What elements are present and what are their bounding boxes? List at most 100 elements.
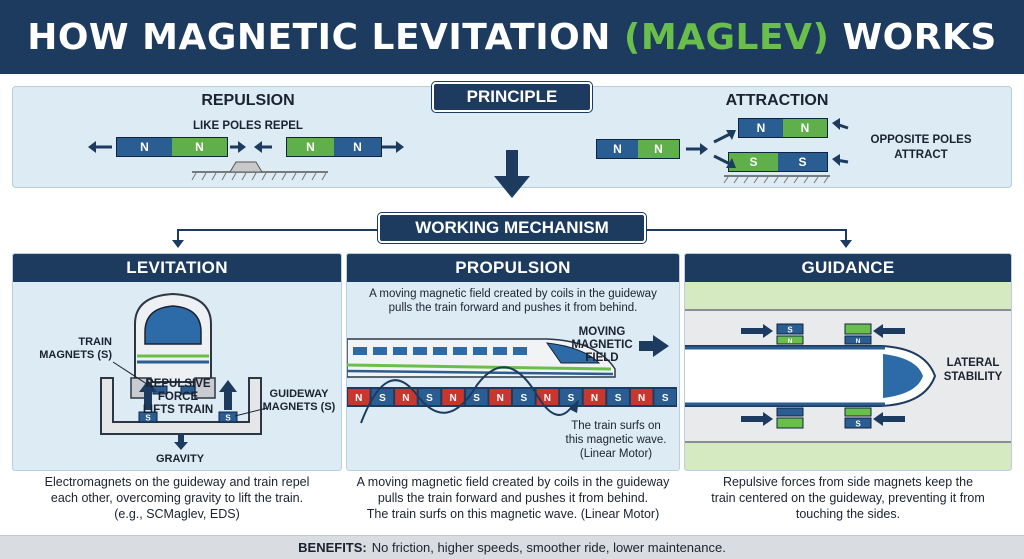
guidance-arrows bbox=[741, 324, 905, 426]
levitation-heading: LEVITATION bbox=[13, 254, 341, 282]
track-coil bbox=[607, 389, 629, 405]
pole-label: S bbox=[615, 393, 622, 404]
caption-line: (e.g., SCMaglev, EDS) bbox=[114, 507, 240, 521]
pole-label: N bbox=[783, 119, 827, 137]
train-topview bbox=[685, 345, 937, 407]
guideway-magnets-line: GUIDEWAY bbox=[269, 388, 329, 400]
pole-label: N bbox=[117, 138, 172, 156]
moving-field-label: MOVING MAGNETIC FIELD bbox=[562, 326, 642, 365]
repulsion-magnet-a: N N bbox=[116, 137, 228, 157]
propulsion-caption: A moving magnetic field created by coils… bbox=[346, 474, 680, 522]
train-magnets-line: TRAIN bbox=[78, 336, 112, 348]
gravity-label: GRAVITY bbox=[155, 453, 205, 465]
wave-arrowhead bbox=[569, 399, 579, 413]
pole-label: S bbox=[787, 326, 793, 335]
benefits-bar: BENEFITS: No friction, higher speeds, sm… bbox=[0, 535, 1024, 559]
pole-label: N bbox=[638, 393, 645, 404]
mechanism-label: WORKING MECHANISM bbox=[378, 213, 646, 243]
pole-label: N bbox=[591, 393, 598, 404]
moving-field-arrow bbox=[639, 335, 669, 357]
track-coil bbox=[489, 389, 511, 405]
track-coil bbox=[348, 389, 370, 405]
attraction-heading: ATTRACTION bbox=[725, 92, 829, 109]
pole-label: N bbox=[497, 393, 504, 404]
caption-line: A moving magnetic field created by coils… bbox=[356, 475, 670, 489]
stability-line: LATERAL bbox=[946, 357, 1000, 369]
pole-label: S bbox=[473, 393, 480, 404]
benefits-text: No friction, higher speeds, smoother rid… bbox=[371, 540, 726, 555]
guidance-heading: GUIDANCE bbox=[685, 254, 1011, 282]
propulsion-heading: PROPULSION bbox=[347, 254, 679, 282]
propulsion-intro: A moving magnetic field created by coils… bbox=[348, 287, 678, 315]
repulsion-heading: REPULSION bbox=[201, 92, 295, 109]
pole-label: S bbox=[778, 153, 827, 171]
track-coil bbox=[654, 389, 676, 405]
pole-label: N bbox=[856, 338, 861, 345]
guidance-diagram: S S N N bbox=[685, 309, 1011, 443]
caption-line: The train surfs on this magnetic wave. (… bbox=[366, 507, 660, 521]
title-banner: HOW MAGNETIC LEVITATION (MAGLEV) WORKS bbox=[0, 0, 1024, 74]
pole-label: S bbox=[426, 393, 433, 404]
attraction-arrows bbox=[686, 118, 849, 184]
field-line: MOVING bbox=[578, 326, 626, 338]
train-magnets-line: MAGNETS (S) bbox=[39, 349, 112, 361]
track-coil bbox=[630, 389, 653, 405]
side-magnets bbox=[776, 323, 872, 429]
page-title: HOW MAGNETIC LEVITATION (MAGLEV) WORKS bbox=[27, 17, 997, 58]
attraction-left-magnet: N N bbox=[596, 139, 680, 159]
surf-line: The train surfs on bbox=[571, 420, 661, 432]
attraction-top-magnet: N N bbox=[738, 118, 828, 138]
track-coil bbox=[560, 389, 582, 405]
guidance-panel: GUIDANCE S S N N bbox=[684, 253, 1012, 471]
train-magnets-label: TRAIN MAGNETS (S) bbox=[30, 336, 112, 362]
mechanism-connectors bbox=[172, 150, 852, 248]
pole-label: S bbox=[379, 393, 386, 404]
magnetic-wave bbox=[360, 366, 574, 424]
guidance-caption: Repulsive forces from side magnets keep … bbox=[684, 474, 1012, 522]
caption-line: Repulsive forces from side magnets keep … bbox=[722, 475, 974, 489]
repulsion-magnet-b: N N bbox=[286, 137, 382, 157]
pole-label: N bbox=[402, 393, 409, 404]
benefits-label: BENEFITS: bbox=[298, 540, 367, 555]
stability-line: STABILITY bbox=[943, 371, 1003, 383]
surf-line: (Linear Motor) bbox=[579, 448, 653, 460]
intro-line: A moving magnetic field created by coils… bbox=[369, 288, 657, 300]
force-line: FORCE bbox=[157, 391, 199, 403]
levitation-caption: Electromagnets on the guideway and train… bbox=[12, 474, 342, 522]
pole-label: S bbox=[568, 393, 575, 404]
levitation-diagram: S S bbox=[100, 292, 268, 450]
intro-line: pulls the train forward and pushes it fr… bbox=[388, 302, 638, 314]
track-coil bbox=[395, 389, 417, 405]
pole-label: N bbox=[334, 138, 381, 156]
levitation-train bbox=[130, 292, 216, 399]
lift-arrows bbox=[139, 380, 237, 450]
pole-label: S bbox=[662, 393, 669, 404]
caption-line: pulls the train forward and pushes it fr… bbox=[377, 491, 649, 505]
pole-label: N bbox=[788, 338, 793, 345]
pole-label: N bbox=[597, 140, 638, 158]
levitation-panel: LEVITATION S S bbox=[12, 253, 342, 471]
pole-label: S bbox=[729, 153, 778, 171]
guideway bbox=[100, 377, 262, 435]
track-coil bbox=[418, 389, 441, 405]
caption-line: Electromagnets on the guideway and train… bbox=[44, 475, 310, 489]
principle-label: PRINCIPLE bbox=[432, 82, 592, 112]
title-suffix: WORKS bbox=[829, 16, 997, 58]
pole-label: S bbox=[855, 420, 861, 429]
attraction-bottom-magnet: S S bbox=[728, 152, 828, 172]
force-line: LIFTS TRAIN bbox=[142, 404, 214, 416]
field-line: MAGNETIC bbox=[571, 339, 633, 351]
caption-line: each other, overcoming gravity to lift t… bbox=[50, 491, 304, 505]
pole-label: N bbox=[355, 393, 362, 404]
title-prefix: HOW MAGNETIC LEVITATION bbox=[27, 16, 624, 58]
repulsion-arrows bbox=[88, 141, 404, 181]
surf-note: The train surfs on this magnetic wave. (… bbox=[556, 419, 676, 461]
guideway-magnet bbox=[138, 411, 158, 423]
pole-label: S bbox=[225, 414, 231, 423]
attraction-note-line: OPPOSITE POLES bbox=[870, 134, 972, 146]
attraction-note-line: ATTRACT bbox=[894, 149, 948, 161]
ground-bump bbox=[191, 161, 328, 181]
guideway-magnets-line: MAGNETS (S) bbox=[262, 401, 336, 413]
